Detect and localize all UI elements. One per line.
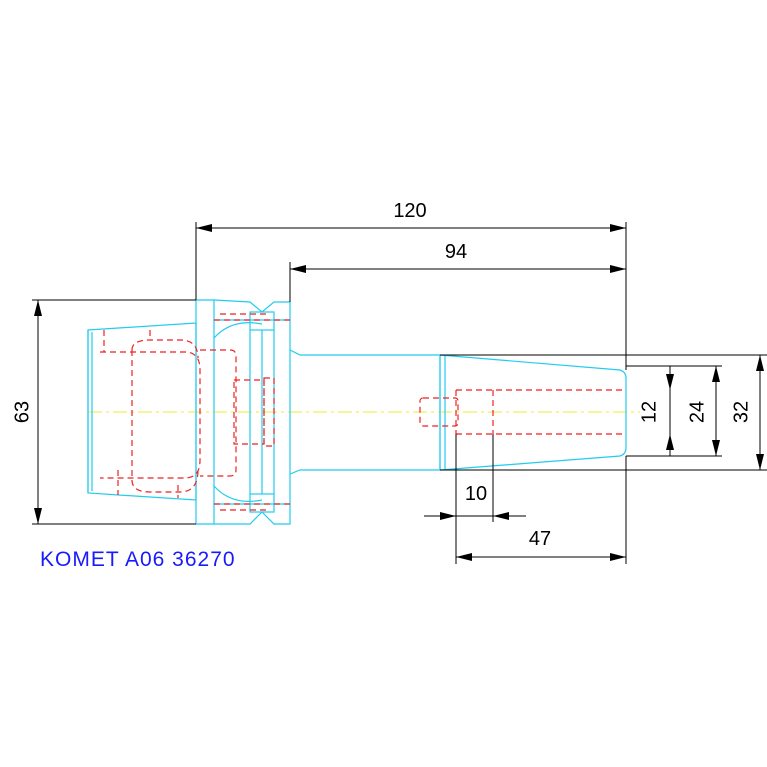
dim-47-arrow-right: [610, 553, 626, 561]
dim-32-arrow-top: [756, 355, 764, 371]
dim-10-label: 10: [465, 483, 487, 505]
flange-groove-bottom: [213, 485, 263, 502]
dim-94-label: 94: [445, 241, 467, 263]
shank-cavity-bottom-arc: [131, 469, 199, 493]
dim-120-arrow-right: [610, 224, 626, 232]
flange-body: [213, 299, 291, 525]
hidden-lines: [100, 313, 626, 511]
dim-120-arrow-left: [196, 224, 212, 232]
dim-47-arrow-left: [456, 553, 472, 561]
dim-47-label: 47: [529, 528, 551, 550]
dim-10-arrow-left: [440, 512, 456, 520]
part-label: KOMET A06 36270: [40, 548, 236, 571]
bore-pocket: [419, 397, 459, 427]
dim-24-arrow-top: [712, 366, 720, 382]
dim-24-label: 24: [686, 401, 708, 423]
dim-24-arrow-bottom: [712, 440, 720, 456]
dim-94-arrow-left: [290, 265, 306, 273]
dim-63-arrow-bottom: [34, 508, 42, 524]
dimension-lines: [32, 222, 767, 564]
dim-63-label: 63: [11, 401, 33, 423]
dim-12-label: 12: [638, 401, 660, 423]
flange-slot-bottom: [249, 493, 275, 513]
dim-94-arrow-right: [610, 265, 626, 273]
flange-cavity: [200, 349, 237, 477]
flange-groove-top: [213, 322, 263, 339]
dim-12-arrow-top: [666, 374, 674, 390]
dim-10-arrow-right: [493, 512, 509, 520]
dim-120-label: 120: [393, 200, 426, 222]
dim-12-arrow-bottom: [666, 434, 674, 450]
shank-cavity: [100, 351, 201, 479]
dim-32-arrow-bottom: [756, 454, 764, 470]
shank-cavity-top-arc: [131, 339, 199, 359]
dim-32-label: 32: [730, 401, 752, 423]
flange-slot-top: [249, 311, 275, 331]
tool-holder-outline: [87, 299, 627, 525]
flange-bore-step: [263, 377, 275, 447]
front-taper-outline: [439, 354, 627, 471]
dim-63-arrow-top: [34, 300, 42, 316]
